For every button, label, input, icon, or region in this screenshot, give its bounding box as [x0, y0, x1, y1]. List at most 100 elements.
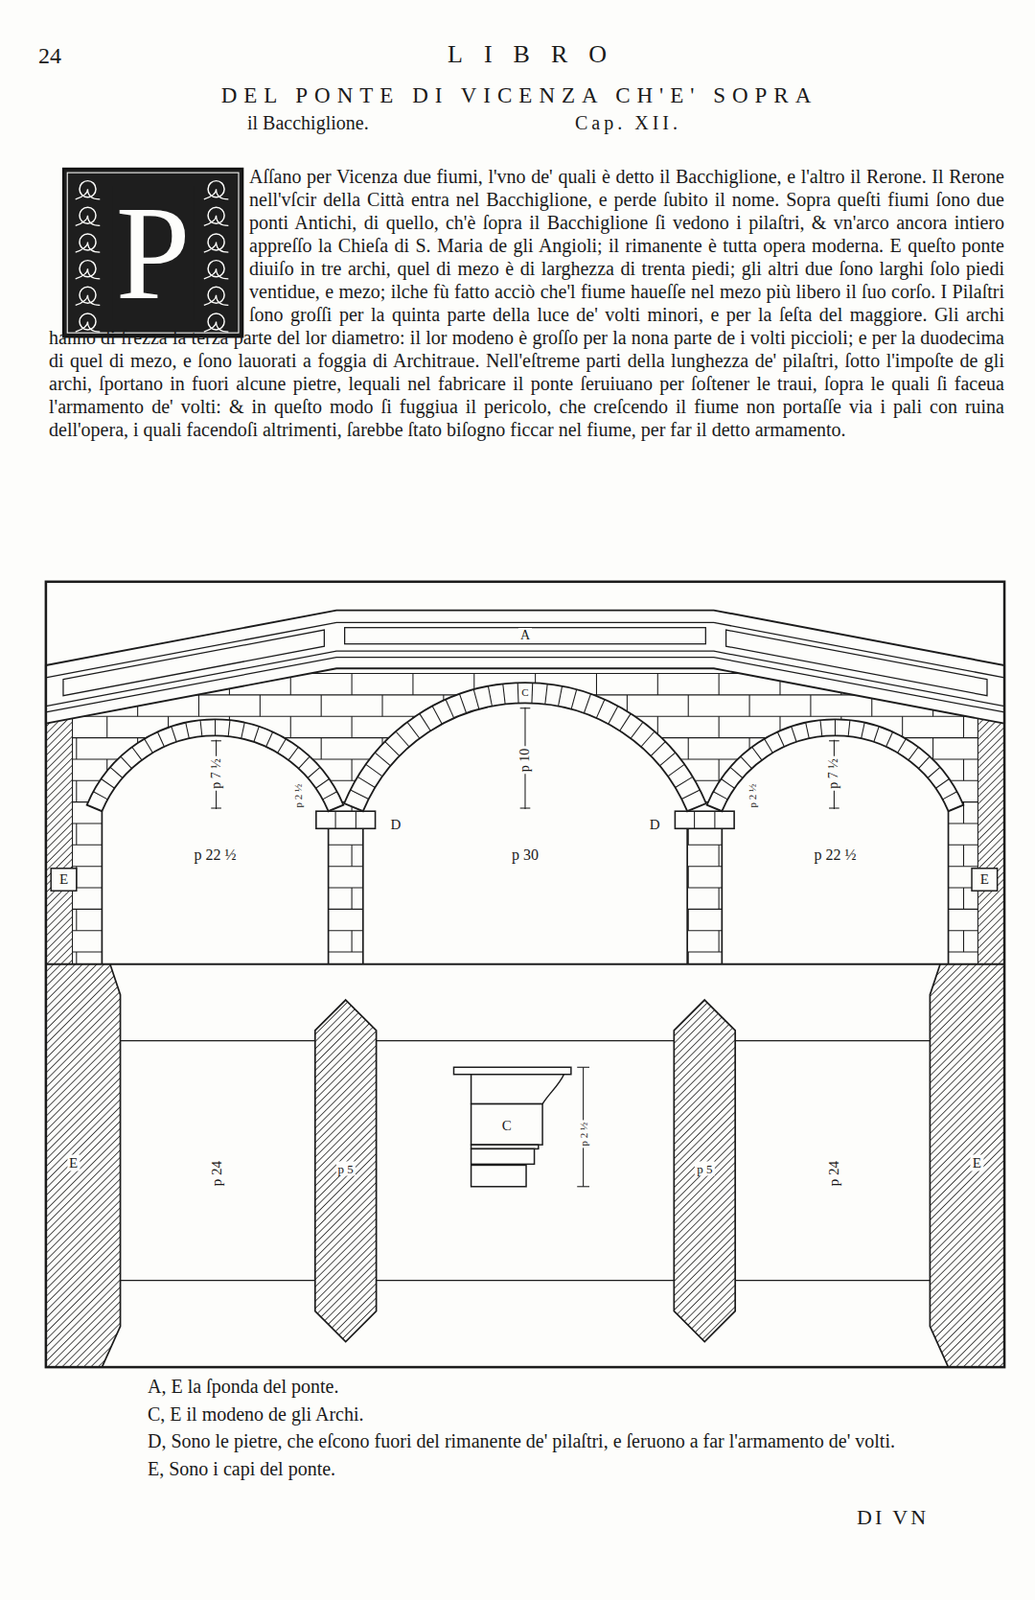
ornament-leaf: [204, 241, 230, 253]
dimension-tick: [210, 739, 222, 741]
callout-letter: D: [647, 815, 663, 832]
voussoir-joint: [487, 686, 492, 707]
course-joint: [840, 802, 842, 824]
ornament-leaf: [75, 295, 101, 306]
dimension-label: p 5: [336, 1161, 356, 1176]
course-joint: [718, 887, 720, 909]
callout-letter: E: [970, 1154, 984, 1172]
course-joint: [779, 930, 781, 952]
course-joint: [75, 737, 77, 759]
dimension-label: p 7 ½: [208, 756, 225, 791]
course-joint: [565, 823, 567, 845]
course-joint: [381, 780, 383, 802]
course-joint: [688, 694, 690, 716]
course-joint: [137, 780, 138, 802]
drop-cap-space: [48, 164, 250, 326]
course-joint: [167, 802, 169, 824]
course-joint: [749, 866, 751, 888]
course-joint: [963, 715, 965, 737]
dimension-tick: [576, 1066, 590, 1068]
course-joint: [749, 951, 751, 965]
course-joint: [749, 694, 751, 716]
course-joint: [442, 908, 444, 930]
voussoir-joint: [608, 706, 619, 725]
voussoir-joint: [943, 791, 958, 800]
ornament-leaf: [75, 268, 101, 279]
course-joint: [137, 908, 138, 930]
dimension-label: p 24: [207, 1158, 225, 1188]
running-head: LIBRO: [447, 42, 628, 68]
voussoir-joint: [517, 682, 520, 703]
voussoir-joint: [214, 718, 216, 736]
voussoir-joint: [848, 719, 851, 736]
course-joint: [565, 908, 567, 930]
course-joint: [504, 866, 506, 888]
course-joint: [809, 823, 811, 845]
label-box: [971, 868, 998, 891]
course-joint: [596, 802, 598, 824]
callout-letter: C: [500, 1116, 514, 1133]
dimension-label: p 2 ½: [576, 1120, 590, 1149]
course-joint: [381, 951, 383, 965]
abutment-plan: [929, 964, 1005, 1367]
course-line: [46, 822, 1005, 824]
voussoir-joint: [886, 731, 894, 746]
dimension-label: p 5: [694, 1161, 714, 1176]
dimension-tick: [576, 1185, 590, 1187]
course-joint: [381, 866, 383, 888]
pier-face: [362, 810, 365, 965]
voussoir-joint: [908, 746, 919, 760]
dimension-label: p 2 ½: [746, 782, 759, 810]
pier-face: [720, 810, 723, 965]
voussoir-joint: [110, 766, 123, 778]
course-joint: [290, 715, 292, 737]
course-line: [46, 929, 1005, 931]
course-joint: [351, 759, 353, 781]
voussoir-joint: [667, 763, 685, 776]
course-joint: [198, 908, 200, 930]
ornament-leaf: [75, 241, 101, 253]
course-joint: [381, 694, 383, 716]
course-joint: [779, 759, 781, 781]
course-joint: [932, 823, 934, 845]
course-joint: [718, 715, 720, 737]
impost-stone: [674, 810, 735, 828]
course-joint: [534, 715, 536, 737]
course-joint: [321, 951, 322, 965]
course-joint: [106, 715, 108, 737]
course-joint: [259, 951, 261, 965]
course-joint: [442, 951, 444, 965]
voussoir-joint: [834, 718, 836, 736]
course-joint: [351, 887, 353, 909]
callout-letter: E: [57, 871, 70, 888]
parapet-panel: [63, 629, 324, 696]
course-joint: [504, 908, 506, 930]
course-joint: [657, 930, 659, 952]
page-number: 24: [38, 44, 62, 68]
voussoir-joint: [171, 726, 177, 742]
course-joint: [106, 844, 108, 866]
course-joint: [809, 780, 811, 802]
voussoir-joint: [740, 756, 753, 768]
course-joint: [321, 737, 322, 759]
impost-joint: [335, 810, 337, 828]
callout-letter: C: [519, 686, 530, 699]
course-joint: [167, 930, 169, 952]
course-joint: [106, 887, 108, 909]
course-line: [46, 951, 1005, 953]
course-joint: [596, 673, 598, 695]
course-joint: [534, 802, 536, 824]
drop-cap-box: [63, 168, 243, 338]
course-joint: [626, 823, 628, 845]
course-joint: [779, 802, 781, 824]
course-joint: [412, 802, 414, 824]
course-joint: [901, 802, 903, 824]
course-joint: [871, 823, 873, 845]
voussoir-joint: [630, 721, 644, 738]
voussoir-joint: [927, 766, 941, 778]
chapter-title: DEL PONTE DI VICENZA CH'E' SOPRA: [221, 84, 819, 107]
course-joint: [626, 908, 628, 930]
dimension-tick: [828, 739, 840, 741]
ornament-leaf: [75, 215, 101, 227]
voussoir-joint: [473, 689, 480, 710]
